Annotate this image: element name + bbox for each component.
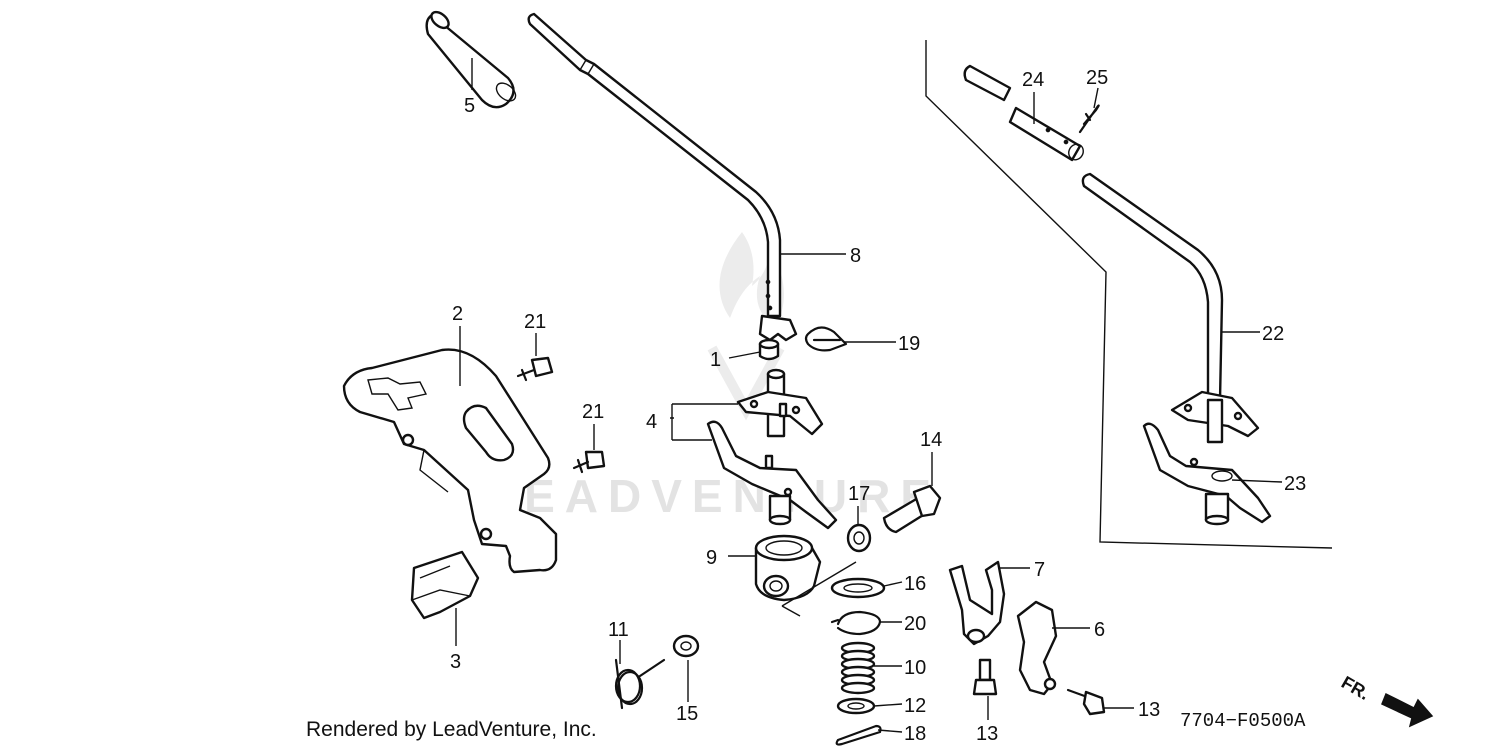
part-21-bolt-lower[interactable]: [572, 450, 606, 474]
part-8-shift-lever[interactable]: [527, 12, 798, 354]
callout-4: 4: [646, 411, 657, 433]
part-21-bolt-upper[interactable]: [516, 356, 554, 382]
callout-24: 24: [1022, 69, 1044, 91]
part-24-rod[interactable]: [963, 64, 1086, 162]
callout-21-lower: 21: [582, 401, 604, 423]
callout-5: 5: [464, 95, 475, 117]
part-19-clip[interactable]: [804, 326, 848, 352]
part-4-shift-plate-assembly[interactable]: [706, 368, 838, 530]
callout-10: 10: [904, 657, 926, 679]
part-2-guide-plate[interactable]: [342, 348, 558, 574]
callout-7: 7: [1034, 559, 1045, 581]
part-6-arm[interactable]: [1016, 600, 1058, 696]
part-25-pin[interactable]: [1078, 104, 1100, 134]
watermark: LEADVENTURE: [486, 232, 941, 522]
callout-18: 18: [904, 723, 926, 745]
part-12-washer[interactable]: [836, 697, 876, 715]
callout-13-lower: 13: [976, 723, 998, 745]
front-arrow-icon: [1381, 692, 1434, 728]
front-direction-indicator: FR.: [1338, 672, 1434, 728]
callout-16: 16: [904, 573, 926, 595]
callout-19: 19: [898, 333, 920, 355]
callout-12: 12: [904, 695, 926, 717]
part-15-washer[interactable]: [672, 634, 700, 658]
callout-6: 6: [1094, 619, 1105, 641]
watermark-text: LEADVENTURE: [486, 470, 941, 522]
part-16-washer[interactable]: [830, 577, 886, 599]
callout-9: 9: [706, 547, 717, 569]
callout-15: 15: [676, 703, 698, 725]
part-23-fork[interactable]: [1142, 422, 1272, 526]
part-13-bolt-right[interactable]: [1066, 688, 1106, 716]
part-10-spring[interactable]: [840, 641, 876, 695]
callout-21-upper: 21: [524, 311, 546, 333]
callout-17: 17: [848, 483, 870, 505]
credit-text: Rendered by LeadVenture, Inc.: [306, 718, 597, 741]
diagram-code: 7704−F0500A: [1180, 710, 1306, 732]
callout-13-right: 13: [1138, 699, 1160, 721]
callout-11: 11: [608, 619, 629, 641]
part-9-bracket-line-lower: [781, 605, 801, 617]
subassembly-frame: [925, 40, 1333, 549]
part-17-washer[interactable]: [846, 523, 872, 553]
part-9-lever-holder[interactable]: [754, 534, 822, 602]
callout-8: 8: [850, 245, 861, 267]
part-1-collar[interactable]: [758, 338, 780, 361]
part-22-lever[interactable]: [1081, 172, 1260, 444]
callout-14: 14: [920, 429, 942, 451]
callout-22: 22: [1262, 323, 1284, 345]
part-13-bolt-lower[interactable]: [972, 658, 998, 696]
callout-25: 25: [1086, 67, 1108, 89]
part-18-cotter-pin[interactable]: [835, 724, 882, 746]
part-14-pin-bolt[interactable]: [882, 484, 942, 534]
callouts: 5 2 21 21 3 1 4 8 19 9 14 17 16 20 10 12…: [450, 67, 1306, 745]
callout-2: 2: [452, 303, 463, 325]
callout-1: 1: [710, 349, 721, 371]
part-9-bracket-line-upper: [781, 561, 857, 607]
callout-20: 20: [904, 613, 926, 635]
callout-3: 3: [450, 651, 461, 673]
part-5-grip[interactable]: [425, 9, 519, 109]
fr-label: FR.: [1338, 672, 1373, 704]
leader-lines: [455, 58, 1283, 733]
callout-23: 23: [1284, 473, 1306, 495]
part-20-circlip[interactable]: [830, 610, 882, 636]
part-11-torsion-spring[interactable]: [614, 658, 666, 710]
part-3-rubber-pad[interactable]: [410, 550, 480, 620]
part-7-arm[interactable]: [948, 560, 1006, 646]
